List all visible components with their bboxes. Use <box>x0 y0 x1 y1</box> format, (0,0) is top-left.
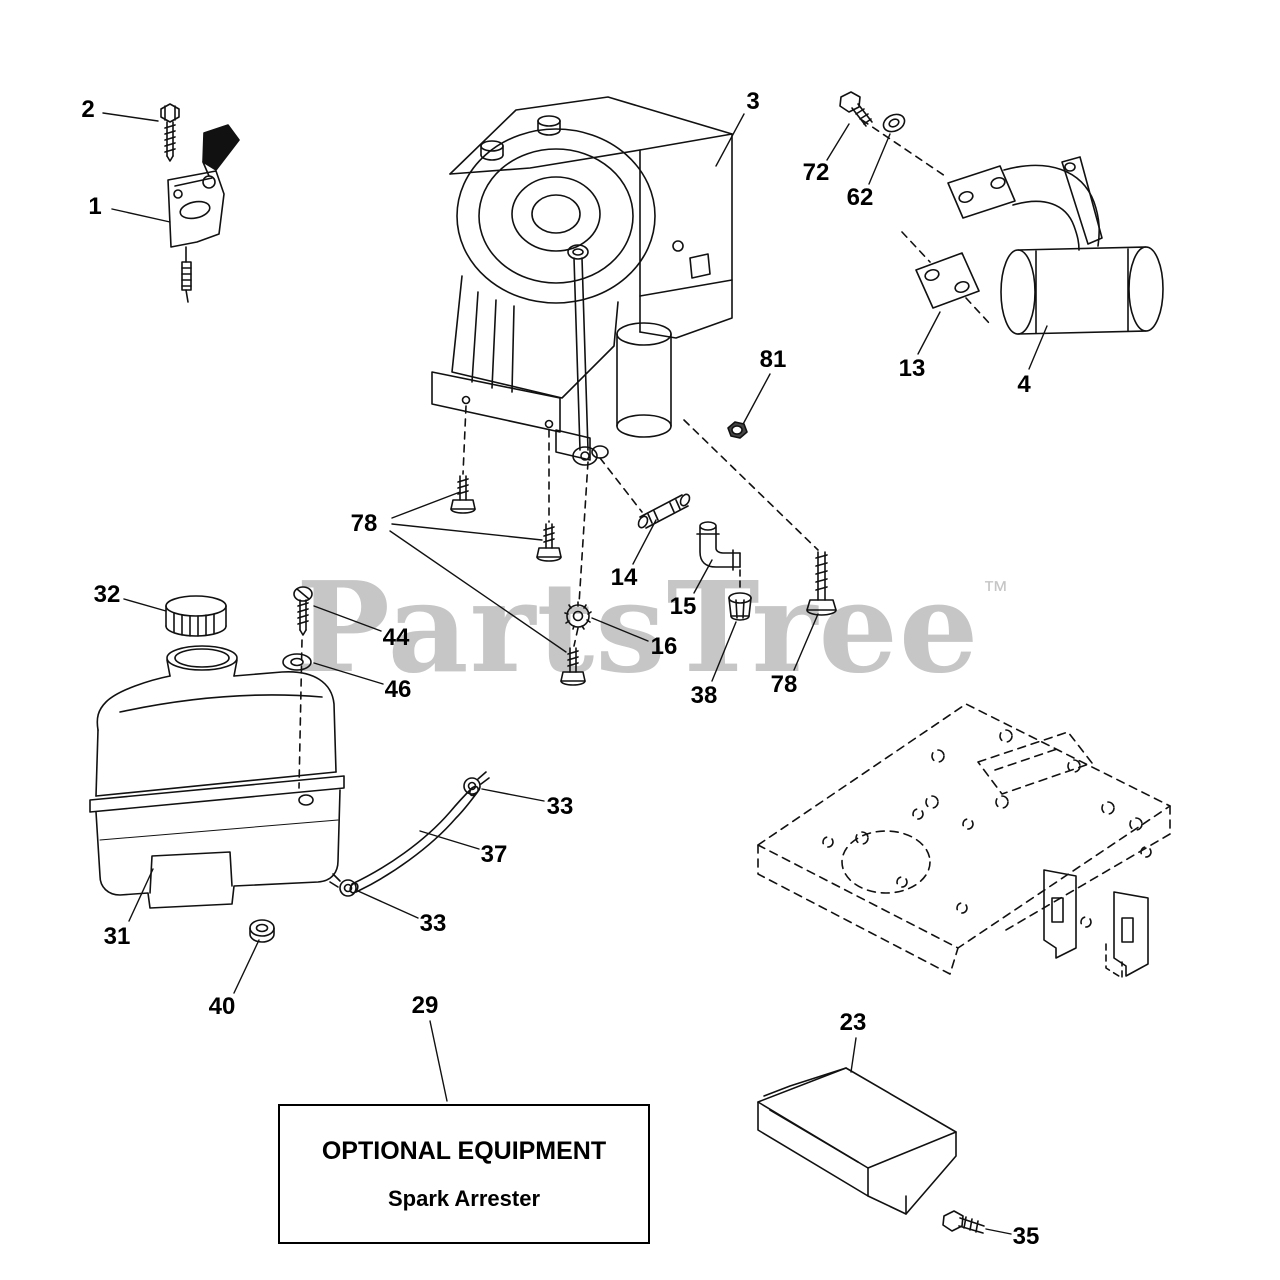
part-81-nut <box>727 421 748 439</box>
callout-72: 72 <box>802 159 830 186</box>
part-16-lock-washer <box>564 601 592 630</box>
callout-46: 46 <box>384 676 412 703</box>
part-32-fuel-cap <box>165 595 227 637</box>
part-31-fuel-tank <box>89 645 345 909</box>
part-14-pipe-nipple <box>637 493 691 529</box>
callout-23: 23 <box>839 1009 867 1036</box>
part-3-engine <box>431 96 733 466</box>
watermark-text: PartsTree <box>296 555 980 701</box>
leader-lines <box>102 112 1048 1235</box>
callout-35: 35 <box>1012 1223 1040 1250</box>
callout-14: 14 <box>610 564 638 591</box>
part-44-screw <box>293 586 313 789</box>
part-38-cap <box>728 569 752 621</box>
part-62-washer <box>882 113 906 133</box>
trademark-symbol: ™ <box>982 575 1009 605</box>
part-78-bolts <box>450 475 837 686</box>
part-15-elbow <box>696 521 741 571</box>
callout-40: 40 <box>208 993 236 1020</box>
optional-equipment-box: OPTIONAL EQUIPMENT Spark Arrester <box>278 1104 650 1244</box>
callout-15: 15 <box>669 593 697 620</box>
part-35-screw <box>942 1210 985 1234</box>
callout-2: 2 <box>81 96 95 123</box>
optional-equipment-subtitle: Spark Arrester <box>387 1185 541 1211</box>
callout-44: 44 <box>382 624 410 651</box>
callout-37: 37 <box>480 841 508 868</box>
part-4-muffler <box>947 156 1164 335</box>
callout-1: 1 <box>88 193 102 220</box>
callout-31: 31 <box>103 923 131 950</box>
projection-lines <box>462 119 991 647</box>
part-1-throttle-control <box>167 124 240 303</box>
callout-81: 81 <box>759 346 787 373</box>
callout-16: 16 <box>650 633 678 660</box>
callout-13: 13 <box>898 355 926 382</box>
frame <box>757 703 1171 975</box>
part-33-clamp-bottom <box>329 873 357 897</box>
part-23-heat-shield <box>757 1067 957 1215</box>
optional-equipment-title: OPTIONAL EQUIPMENT <box>321 1136 607 1165</box>
part-46-washer <box>282 653 312 671</box>
callout-4: 4 <box>1017 371 1031 398</box>
callout-3: 3 <box>746 88 760 115</box>
part-2-screw <box>160 103 180 162</box>
part-40-bushing <box>249 919 275 943</box>
callout-78: 78 <box>770 671 798 698</box>
callout-33: 33 <box>419 910 447 937</box>
part-13-gasket <box>915 252 980 309</box>
part-33-clamp-top <box>463 771 490 795</box>
callout-33: 33 <box>546 793 574 820</box>
callout-62: 62 <box>846 184 874 211</box>
callout-78: 78 <box>350 510 378 537</box>
callout-38: 38 <box>690 682 718 709</box>
callout-32: 32 <box>93 581 121 608</box>
frame-brackets <box>1043 869 1149 979</box>
callout-29: 29 <box>411 992 439 1019</box>
part-72-bolt <box>839 91 873 127</box>
